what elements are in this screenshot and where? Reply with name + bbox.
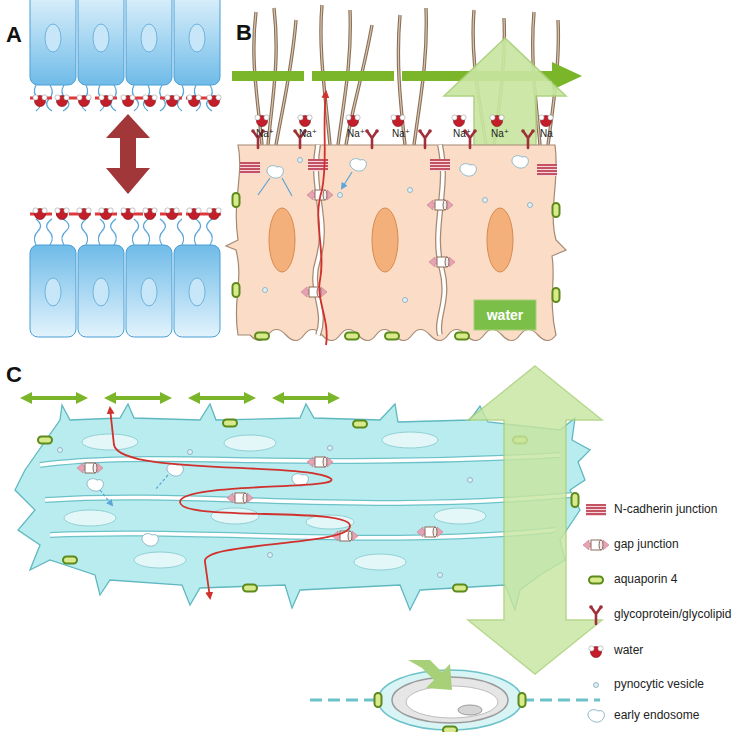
legend-symbols	[583, 504, 609, 722]
panel-b-art	[226, 5, 582, 345]
ion-label: Na⁺	[256, 128, 274, 140]
panel-letter: C	[6, 362, 22, 388]
ion-label: Na	[540, 128, 553, 140]
ion-label: Na⁺	[491, 128, 509, 140]
ion-label: Na⁺	[392, 128, 410, 140]
legend-text: early endosome	[614, 708, 699, 722]
arrow-label: water	[474, 307, 536, 324]
legend-text: gap junction	[614, 537, 679, 551]
legend-text: N-cadherin junction	[614, 502, 717, 516]
ion-label: Na⁺	[299, 128, 317, 140]
ion-label: Na⁺	[347, 128, 365, 140]
panel-letter: B	[236, 20, 252, 46]
panel-c-art	[15, 366, 602, 732]
panel-a-art	[30, 0, 222, 337]
panel-letter: A	[6, 22, 22, 48]
legend-text: water	[614, 643, 643, 657]
legend-text: pynocytic vesicle	[614, 677, 704, 691]
legend-text: aquaporin 4	[614, 572, 677, 586]
legend-text: glycoprotein/glycolipid	[614, 607, 731, 621]
ion-label: Na⁺	[453, 128, 471, 140]
